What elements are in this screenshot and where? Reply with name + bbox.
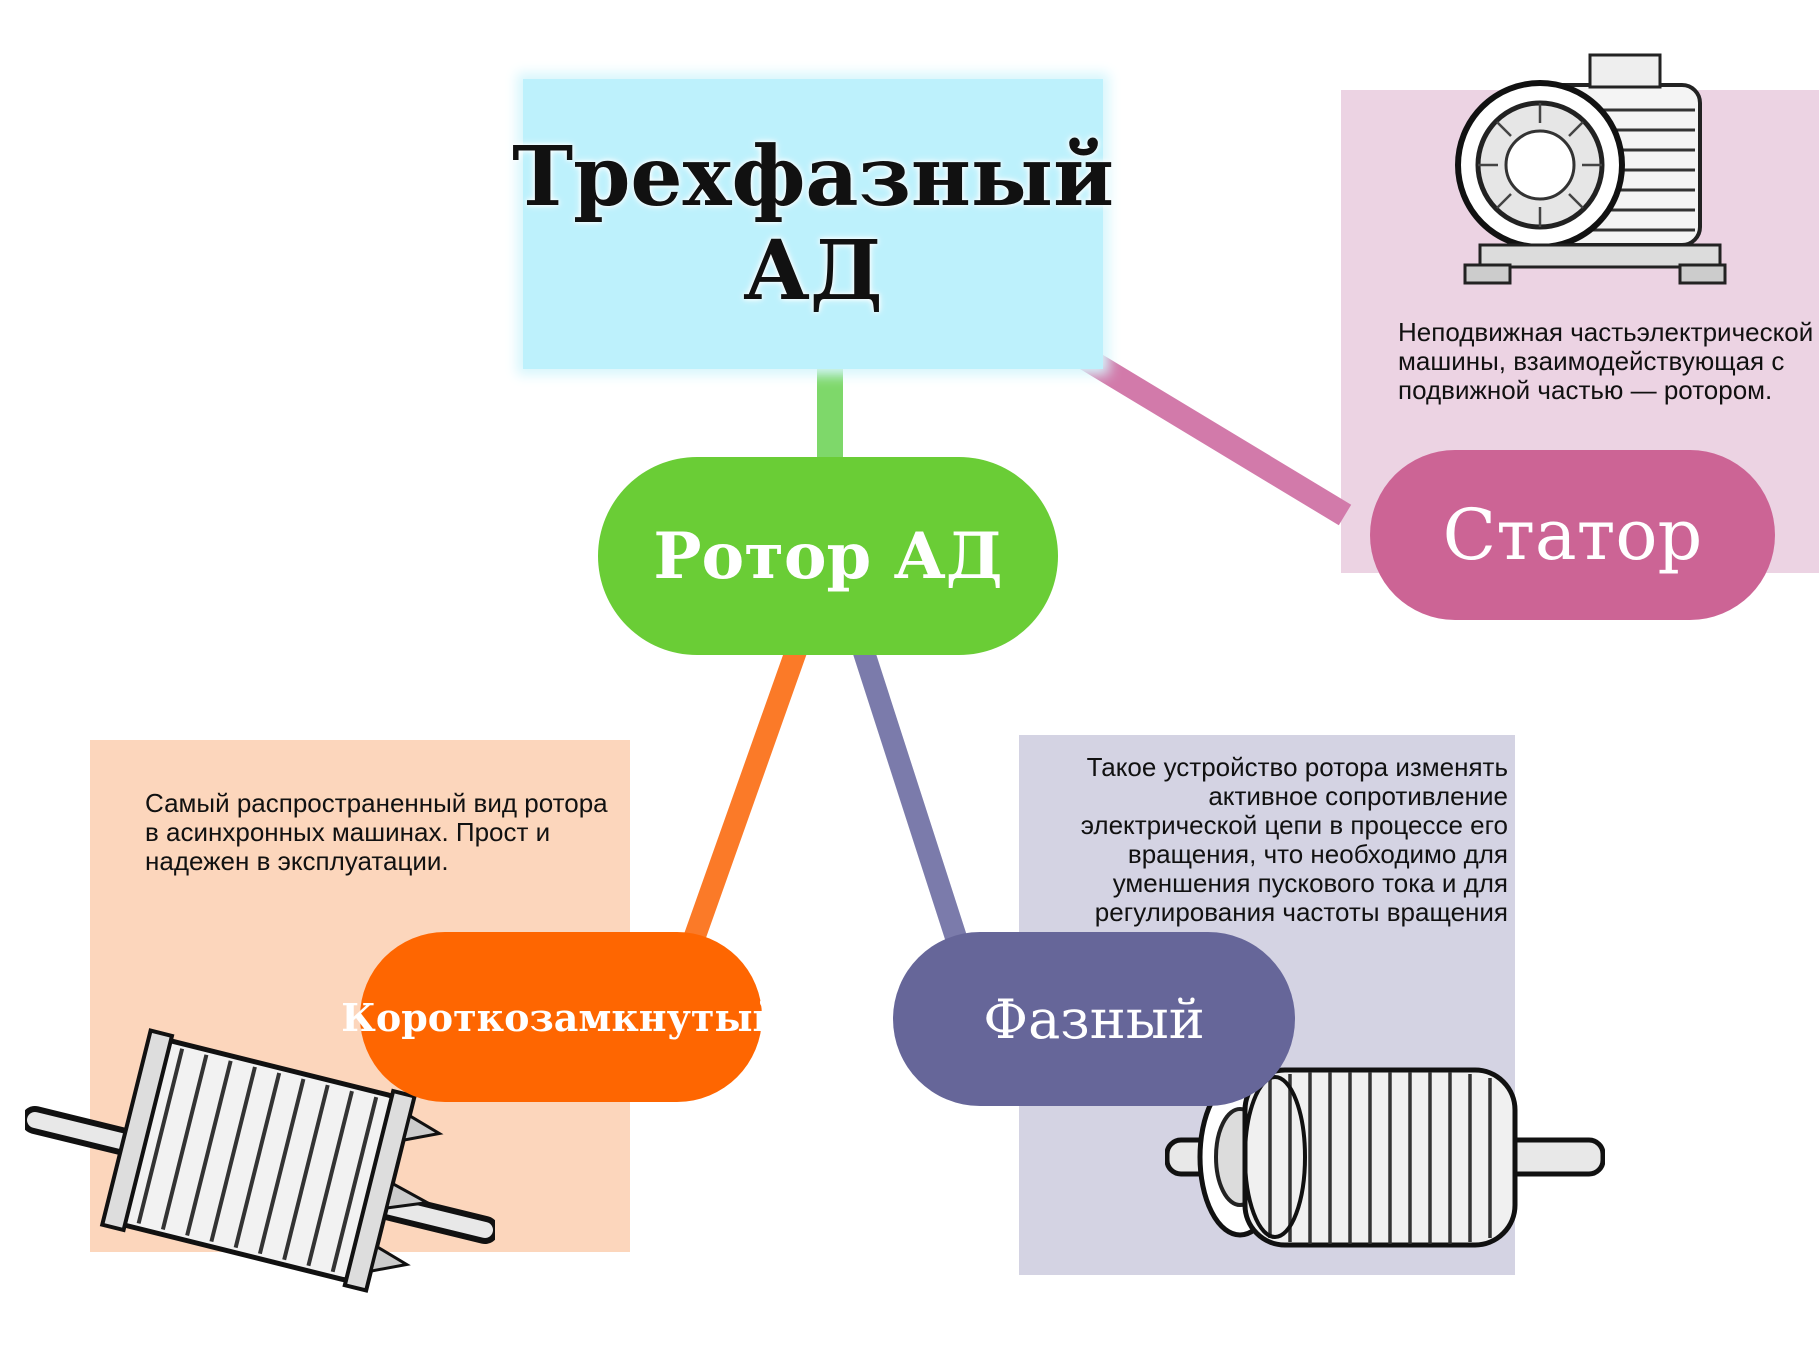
rotor-node: Ротор АД xyxy=(598,457,1058,655)
connector-rotor-short xyxy=(679,636,811,954)
phase-node: Фазный xyxy=(893,932,1295,1106)
short-circuit-description: Самый распространенный вид ротора в асин… xyxy=(145,788,608,876)
stator-description: Неподвижная частьэлектрической машины, в… xyxy=(1398,317,1814,405)
short-circuit-node: Короткозамкнутый xyxy=(341,932,781,1102)
wound-rotor-drawing xyxy=(1165,1067,1605,1248)
phase-description: Такое устройство ротора изменять активно… xyxy=(1080,752,1508,927)
squirrel-cage-rotor-drawing xyxy=(25,1028,495,1293)
connector-rotor-phase xyxy=(849,636,971,954)
stator-node: Статор xyxy=(1370,450,1775,620)
title-text: Трехфазный АД xyxy=(512,129,1114,319)
title-box: Трехфазный АД xyxy=(512,79,1114,369)
stator-motor-drawing xyxy=(1455,53,1727,285)
connector-title-stator xyxy=(1073,344,1352,526)
